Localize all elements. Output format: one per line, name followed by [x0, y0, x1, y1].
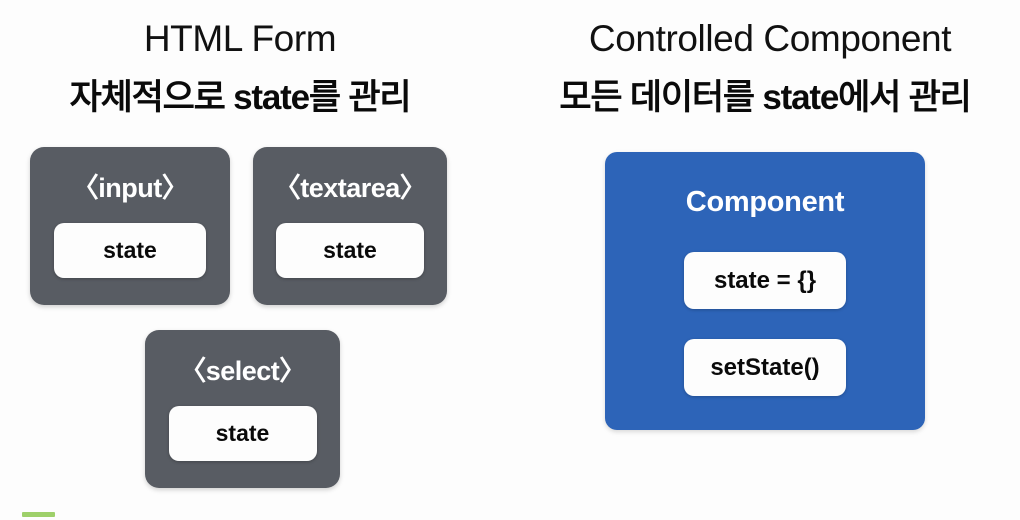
right-column-title: Controlled Component — [588, 18, 952, 59]
right-column-subtitle: 모든 데이터를 state에서 관리 — [559, 78, 971, 117]
card-select: 〈select〉 state — [145, 330, 340, 488]
component-card-title: Component — [685, 186, 845, 218]
watermark-text — [886, 502, 1006, 516]
card-textarea-tag-label: 〈textarea〉 — [273, 173, 427, 203]
card-select-state-pill: state — [168, 406, 317, 461]
left-column-title: HTML Form — [143, 18, 337, 59]
component-state-pill: state = {} — [684, 252, 846, 309]
card-textarea: 〈textarea〉 state — [253, 147, 447, 305]
component-card: Component state = {} setState() — [605, 152, 925, 430]
component-setstate-pill: setState() — [684, 339, 846, 396]
card-input: 〈input〉 state — [30, 147, 230, 305]
card-textarea-state-pill: state — [276, 223, 424, 278]
left-column-subtitle: 자체적으로 state를 관리 — [69, 78, 412, 117]
card-select-tag-label: 〈select〉 — [179, 356, 306, 386]
video-progress-bar[interactable] — [22, 512, 55, 517]
card-input-state-pill: state — [54, 223, 206, 278]
card-input-tag-label: 〈input〉 — [71, 173, 189, 203]
